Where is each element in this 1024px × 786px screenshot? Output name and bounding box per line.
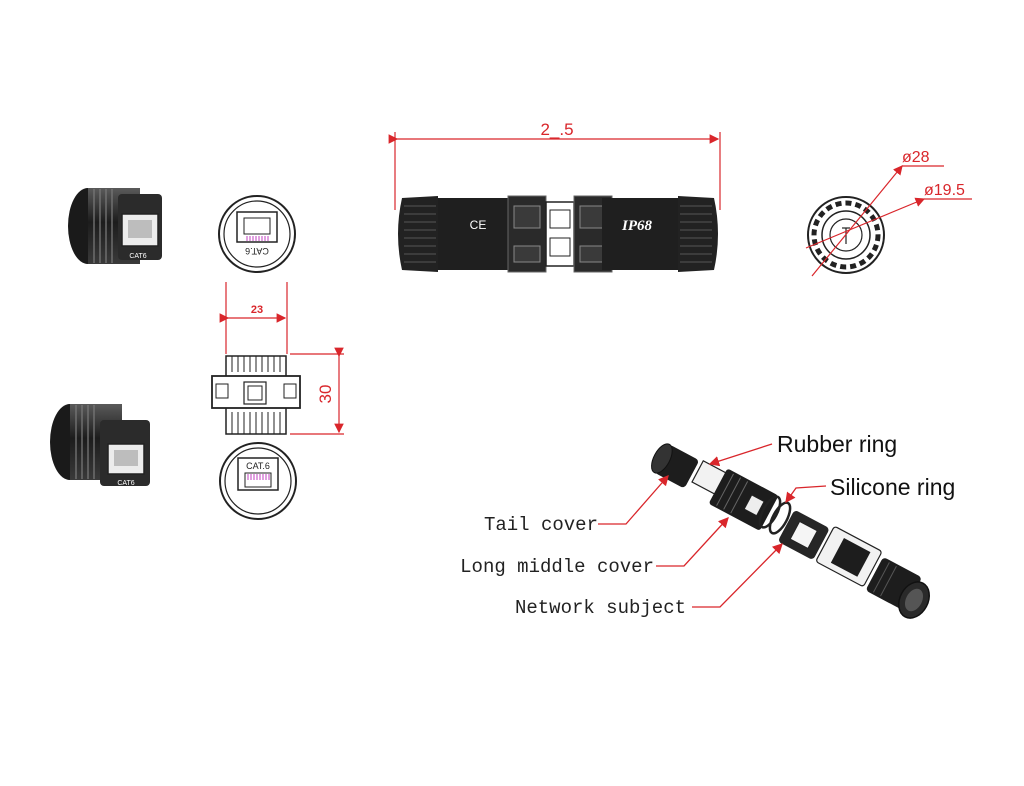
long-middle-cover-label: Long middle cover xyxy=(460,556,654,578)
ip-rating-mark: IP68 xyxy=(621,218,653,234)
dimension-diameters: ø28 ø19.5 xyxy=(805,149,972,277)
dimension-width: 23 xyxy=(219,282,288,354)
overall-length-label: 2_.5 xyxy=(540,120,573,139)
ce-mark: CE xyxy=(470,218,487,232)
dimension-height: 30 xyxy=(290,347,344,435)
front-face-view: CAT.6 xyxy=(218,195,296,273)
exploded-view xyxy=(651,443,930,619)
iso-connector-bottom: CAT6 xyxy=(50,404,150,487)
width-dimension-label: 23 xyxy=(251,304,263,316)
tail-cover-label: Tail cover xyxy=(484,514,598,536)
callout-leaders xyxy=(598,443,827,608)
front-cat-label: CAT.6 xyxy=(245,246,269,256)
side-view xyxy=(211,355,301,435)
rubber-ring-label: Rubber ring xyxy=(777,431,897,457)
outer-diameter-label: ø28 xyxy=(902,149,930,166)
iso-top-cat-label: CAT6 xyxy=(129,253,146,260)
iso-connector-top: CAT6 xyxy=(68,188,162,264)
network-subject-label: Network subject xyxy=(515,597,686,619)
inner-diameter-label: ø19.5 xyxy=(924,182,965,199)
height-dimension-label: 30 xyxy=(316,385,335,404)
back-face-view: CAT.6 xyxy=(219,442,297,520)
silicone-ring-label: Silicone ring xyxy=(830,474,955,500)
back-cat-label: CAT.6 xyxy=(246,461,270,471)
iso-bottom-cat-label: CAT6 xyxy=(117,480,134,487)
dimension-overall-length: 2_.5 xyxy=(388,120,721,210)
main-connector-side: CE IP68 xyxy=(398,195,718,273)
